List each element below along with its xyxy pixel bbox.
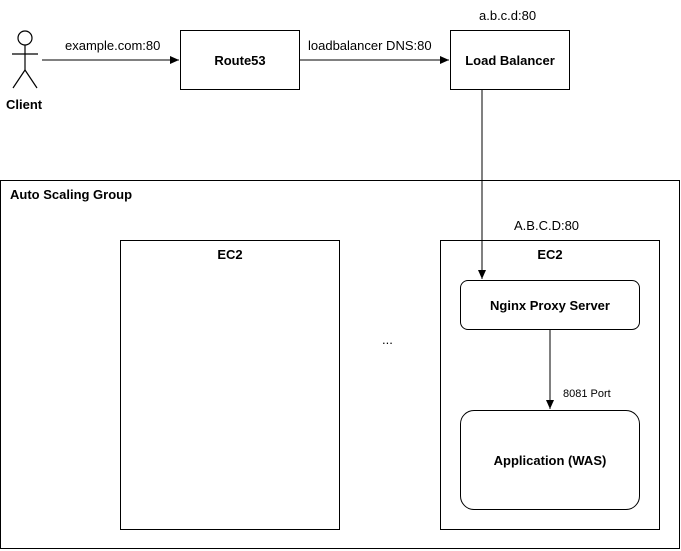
load-balancer-address: a.b.c.d:80 bbox=[479, 8, 537, 23]
edge-label-client-route53: example.com:80 bbox=[65, 38, 161, 53]
edge-label-nginx-app: 8081 Port bbox=[563, 388, 611, 400]
ec2-right-label: EC2 bbox=[537, 247, 563, 262]
ec2-right-address: A.B.C.D:80 bbox=[514, 218, 580, 233]
load-balancer-node: Load Balancer bbox=[450, 30, 570, 90]
application-was: Application (WAS) bbox=[460, 410, 640, 510]
client-label: Client bbox=[6, 97, 43, 112]
application-was-label: Application (WAS) bbox=[493, 452, 607, 468]
person-icon bbox=[12, 30, 38, 89]
auto-scaling-group-label: Auto Scaling Group bbox=[10, 187, 133, 202]
ec2-left bbox=[120, 240, 340, 530]
ec2-left-label: EC2 bbox=[217, 247, 243, 262]
route53-label: Route53 bbox=[214, 52, 266, 68]
nginx-proxy-server: Nginx Proxy Server bbox=[460, 280, 640, 330]
edge-label-route53-lb: loadbalancer DNS:80 bbox=[308, 38, 432, 53]
nginx-proxy-server-label: Nginx Proxy Server bbox=[490, 297, 610, 313]
route53-node: Route53 bbox=[180, 30, 300, 90]
load-balancer-label: Load Balancer bbox=[465, 52, 555, 68]
ellipsis: ... bbox=[382, 332, 393, 347]
